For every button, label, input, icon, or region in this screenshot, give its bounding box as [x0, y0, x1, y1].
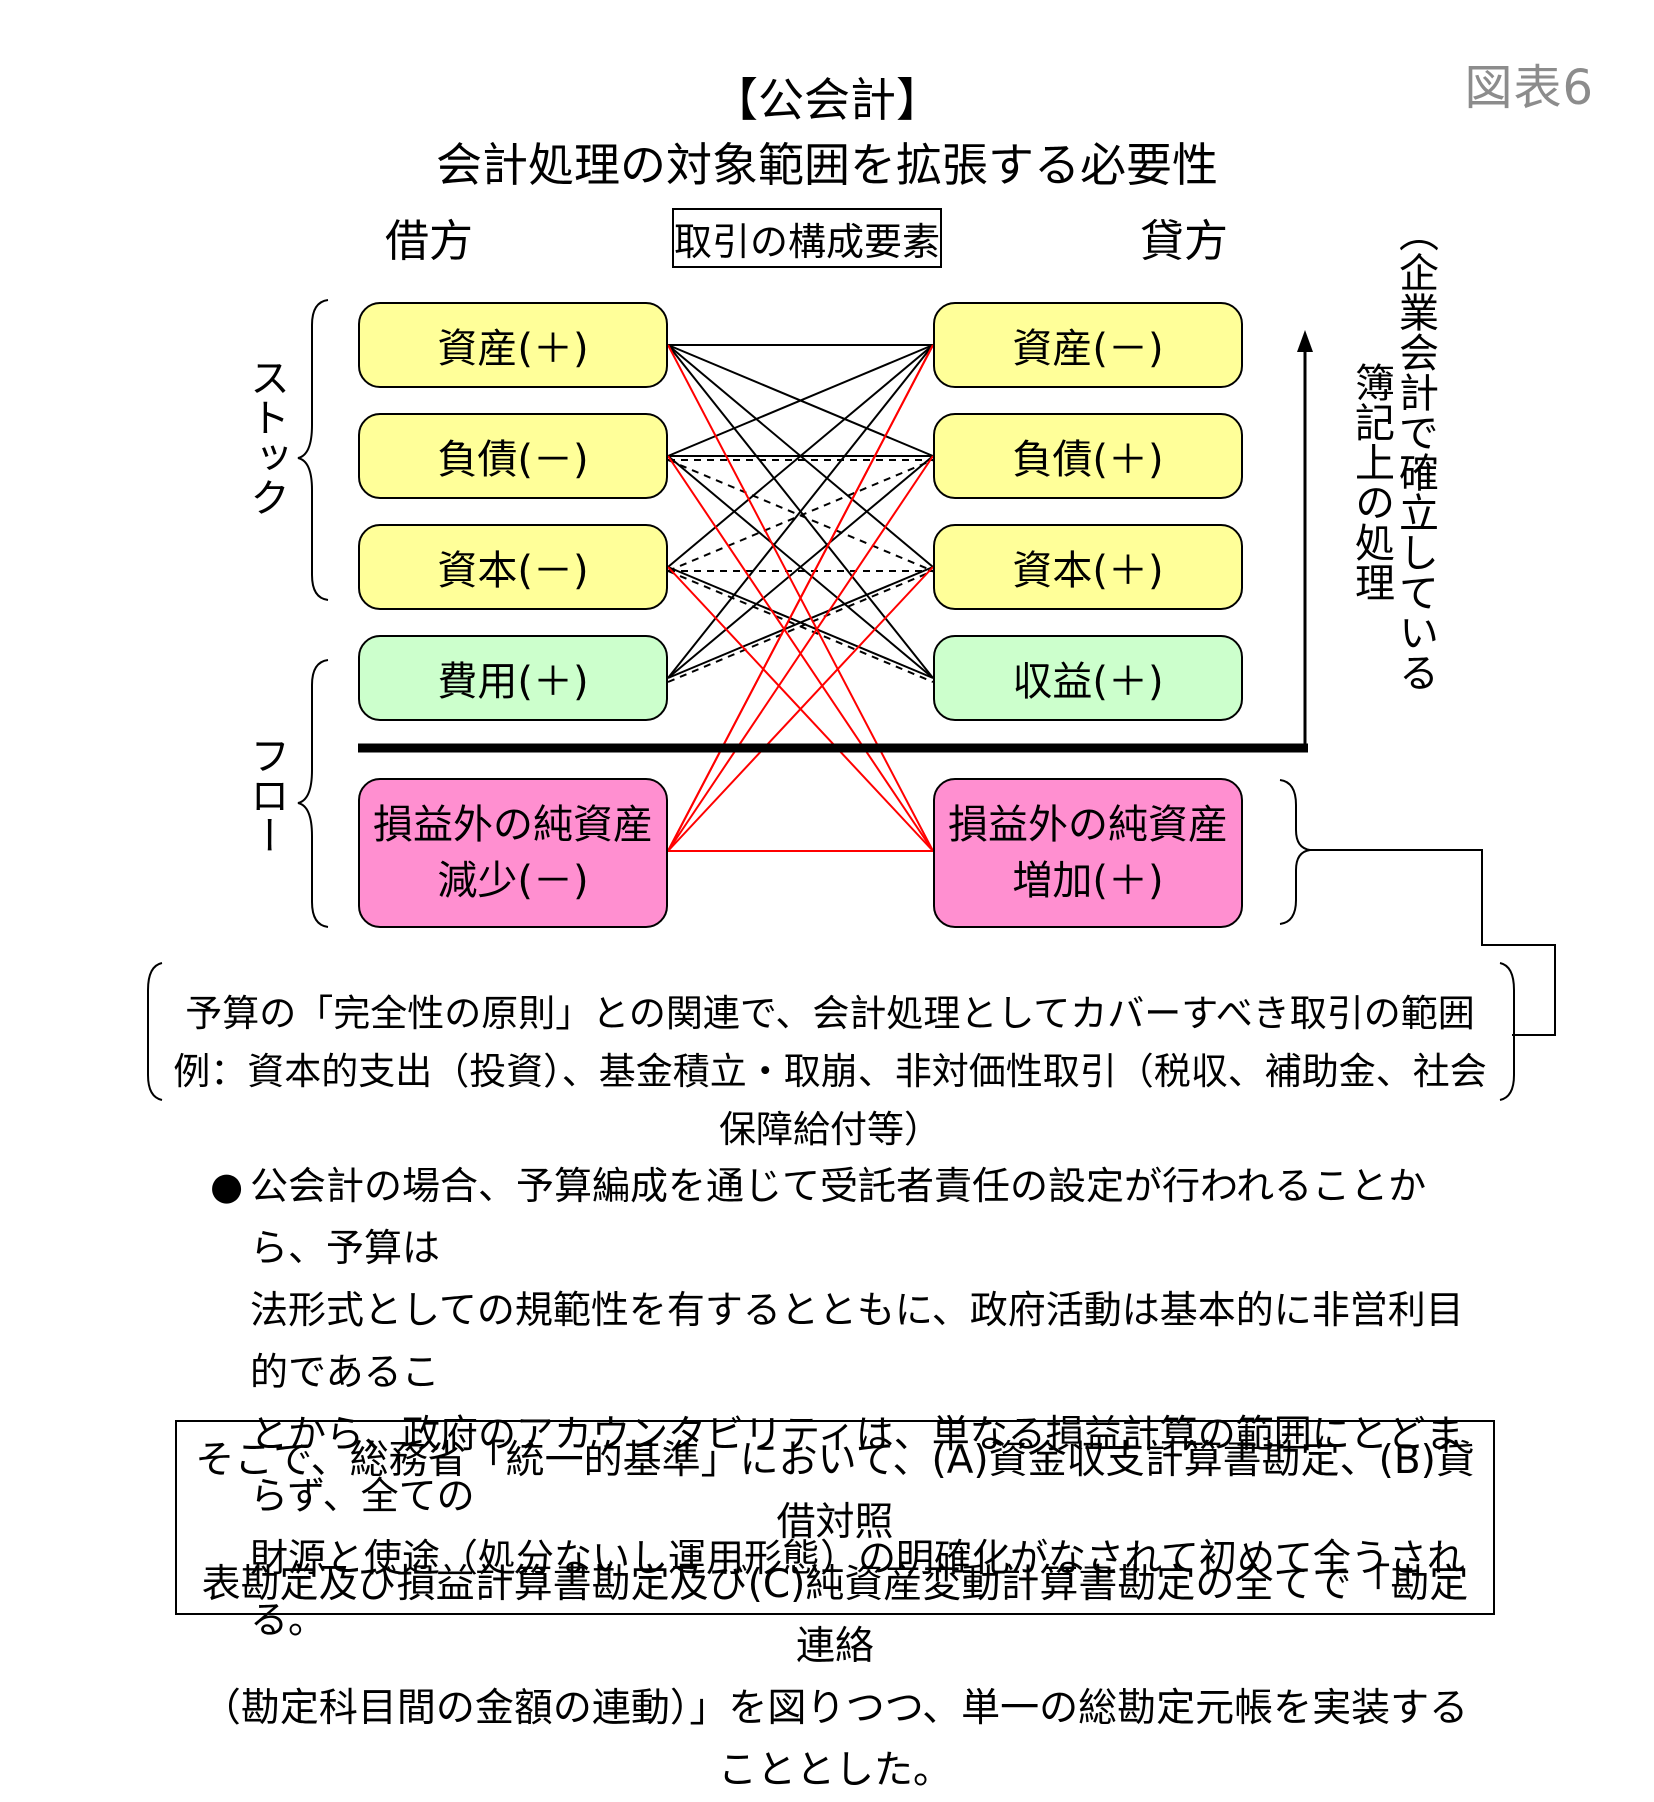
- center-header-box: 取引の構成要素: [672, 208, 942, 268]
- page-title: 会計処理の対象範囲を拡張する必要性: [436, 138, 1218, 192]
- conclusion-line: （勘定科目間の金額の連動）」を図りつつ、単一の総勘定元帳を実装することとした。: [201, 1686, 1469, 1793]
- credit-box-liabilities: 負債(＋): [933, 413, 1243, 499]
- credit-box-revenue: 収益(＋): [933, 635, 1243, 721]
- center-header: 取引の構成要素: [674, 219, 941, 264]
- figure-label: 図表6: [1464, 60, 1594, 116]
- transaction-link: [667, 344, 934, 457]
- stock-bracket: [297, 299, 329, 601]
- scope-note-line1: 予算の「完全性の原則」との関連で、会計処理としてカバーすべき取引の範囲: [185, 992, 1475, 1035]
- transaction-link: [667, 566, 934, 679]
- credit-box-net-assets-increase: 損益外の純資産増加(＋): [933, 778, 1243, 928]
- connector-line: [1310, 849, 1556, 1036]
- paragraph-line: 財源と使途（処分ないし運用形態）の明確化がなされて初めて全うされる。: [250, 1536, 1465, 1642]
- debit-box-expenses: 費用(＋): [358, 635, 668, 721]
- credit-header: 貸方: [1140, 216, 1228, 267]
- bullet-icon: ●: [210, 1164, 244, 1208]
- title-category: 【公会計】: [712, 73, 942, 127]
- note-bracket-left: [147, 962, 163, 1101]
- credit-box-capital: 資本(＋): [933, 524, 1243, 610]
- stock-label: ストック: [243, 357, 289, 517]
- net-assets-bracket: [1279, 779, 1311, 925]
- transaction-link-dashed: [667, 570, 934, 683]
- debit-box-net-assets-decrease: 損益外の純資産減少(－): [358, 778, 668, 928]
- diagram-lines: [147, 299, 1556, 1101]
- net-assets-link: [667, 344, 934, 852]
- arrow-head: [1297, 330, 1313, 352]
- right-vertical-note: （企業会計で確立している: [1392, 212, 1438, 692]
- note-bracket-right: [1499, 962, 1515, 1101]
- flow-label: フロー: [243, 735, 289, 855]
- transaction-link: [667, 455, 934, 679]
- transaction-link-dashed: [667, 459, 934, 572]
- conclusion-line: そこで、総務省「統一的基準」において、(A)資金収支計算書勘定、(B)貸借対照: [195, 1438, 1475, 1545]
- debit-box-capital: 資本(－): [358, 524, 668, 610]
- debit-box-assets: 資産(＋): [358, 302, 668, 388]
- net-assets-link: [667, 566, 934, 852]
- right-vertical-note-2: 簿記上の処理: [1348, 362, 1394, 602]
- transaction-link: [667, 344, 934, 679]
- scope-note: 予算の「完全性の原則」との関連で、会計処理としてカバーすべき取引の範囲 例：資本…: [170, 985, 1490, 1159]
- explanation-paragraph: ● 公会計の場合、予算編成を通じて受託者責任の設定が行われることから、予算は 法…: [210, 1155, 1470, 1651]
- scope-note-line2: 例：資本的支出（投資）、基金積立・取崩、非対価性取引（税収、補助金、社会保障給付…: [173, 1050, 1487, 1151]
- paragraph-line: とから、政府のアカウンタビリティは、単なる損益計算の範囲にとどまらず、全ての: [250, 1412, 1464, 1518]
- debit-box-liabilities: 負債(－): [358, 413, 668, 499]
- paragraph-line: 公会計の場合、予算編成を通じて受託者責任の設定が行われることから、予算は: [250, 1164, 1427, 1270]
- net-assets-link: [667, 455, 934, 852]
- flow-bracket: [297, 659, 329, 928]
- debit-header: 借方: [385, 216, 473, 267]
- credit-box-assets: 資産(－): [933, 302, 1243, 388]
- paragraph-line: 法形式としての規範性を有するとともに、政府活動は基本的に非営利目的であるこ: [250, 1288, 1464, 1394]
